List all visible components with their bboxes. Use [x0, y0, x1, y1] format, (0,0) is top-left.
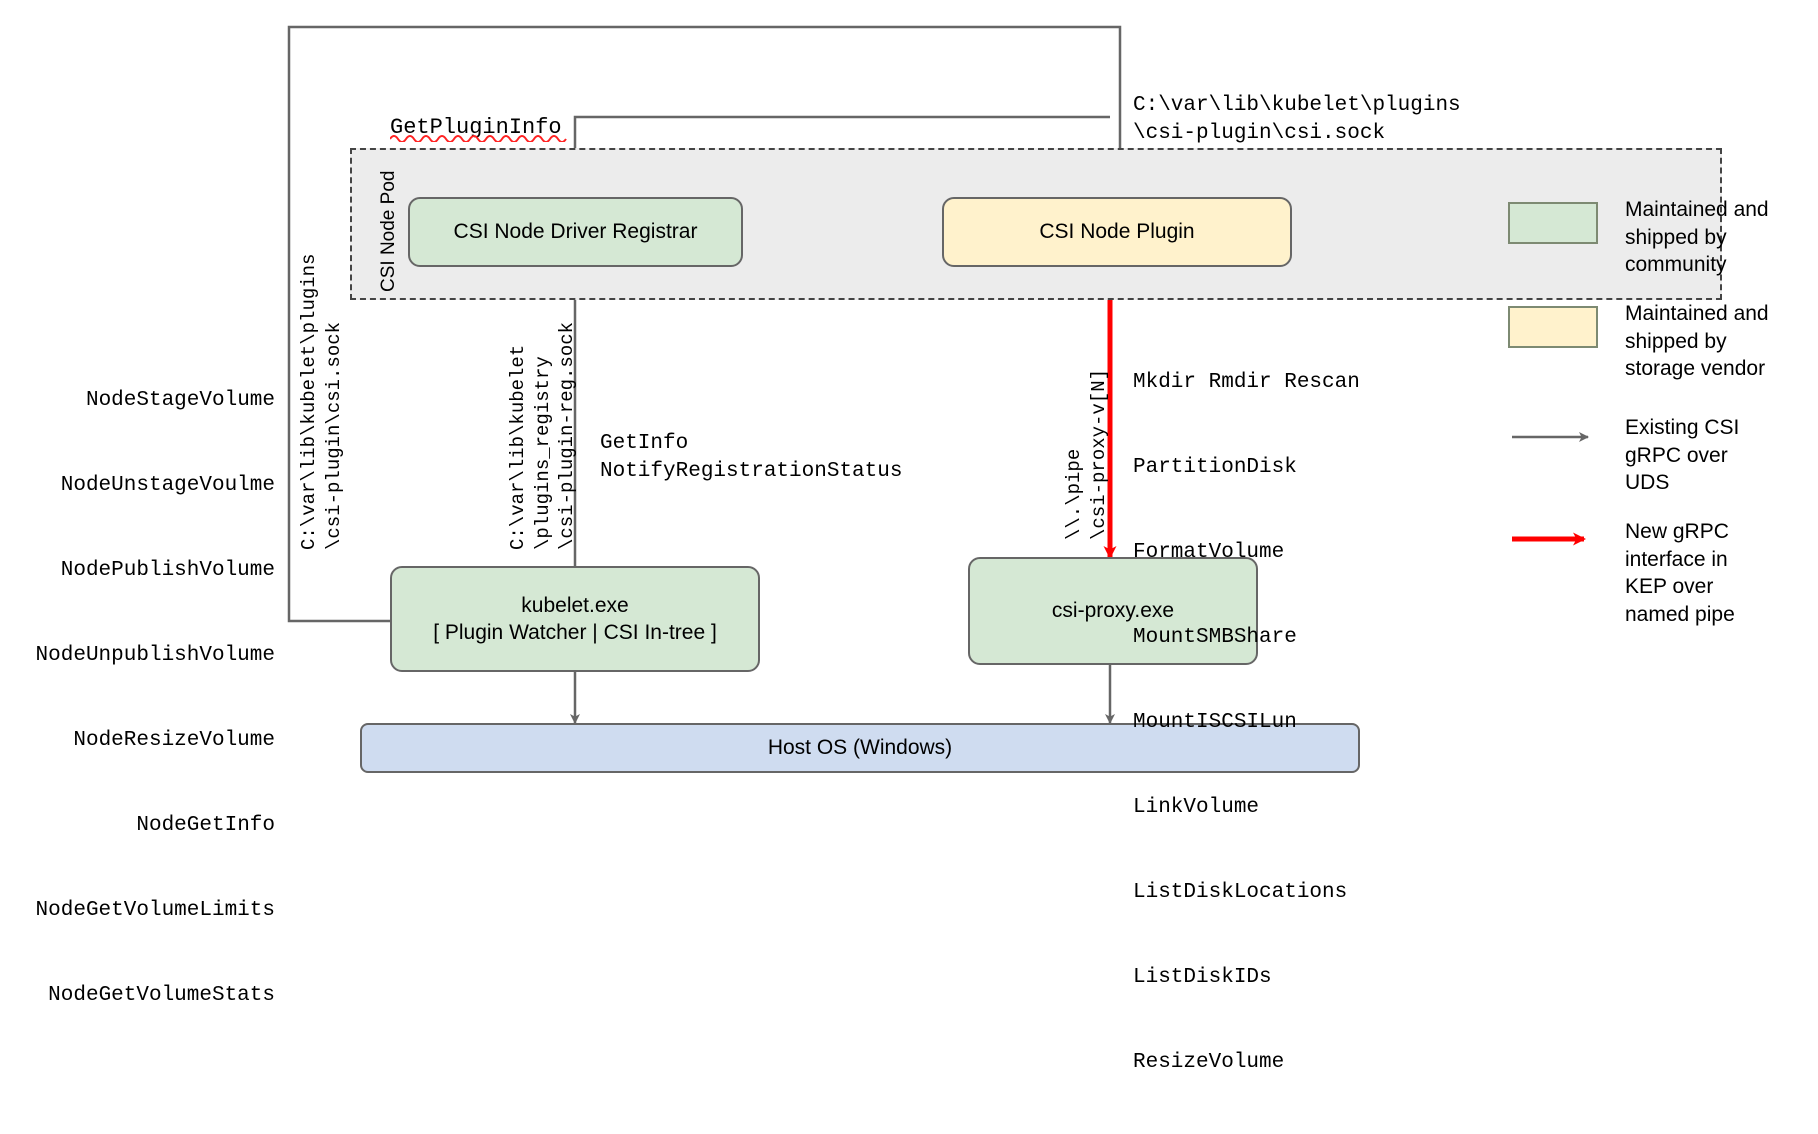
node-kubelet-exe-subtitle: [ Plugin Watcher | CSI In-tree ]	[433, 621, 717, 644]
api-item: PartitionDisk	[1133, 455, 1297, 479]
api-item: ListDiskLocations	[1133, 880, 1348, 904]
node-csi-node-plugin-label: CSI Node Plugin	[1039, 220, 1195, 244]
node-csi-proxy-exe-label: csi-proxy.exe	[1051, 599, 1175, 623]
node-host-os[interactable]: Host OS (Windows)	[360, 723, 1360, 773]
rpc-item: NodeGetVolumeLimits	[35, 898, 275, 922]
legend-swatch-community	[1508, 202, 1598, 244]
rpc-item: NodeGetInfo	[136, 813, 275, 837]
rpc-item: NodeGetVolumeStats	[48, 983, 275, 1007]
node-csi-node-plugin[interactable]: CSI Node Plugin	[942, 197, 1292, 267]
api-item: ResizeVolume	[1133, 1050, 1285, 1074]
node-csi-node-driver-registrar-label: CSI Node Driver Registrar	[453, 220, 698, 244]
api-item: Mkdir Rmdir Rescan	[1133, 370, 1360, 394]
node-kubelet-exe[interactable]: kubelet.exe [ Plugin Watcher | CSI In-tr…	[390, 566, 760, 672]
node-kubelet-exe-label: kubelet.exe	[521, 593, 629, 617]
legend-label-new-grpc: New gRPC interface in KEP over named pip…	[1625, 520, 1735, 627]
diagram-canvas: CSI Node Pod CSI Node Driver Registrar C…	[35, 25, 1769, 1074]
legend-label-existing-csi: Existing CSI gRPC over UDS	[1625, 416, 1740, 495]
spellcheck-underline-icon	[390, 135, 567, 142]
rpc-item: NodeStageVolume	[85, 388, 275, 412]
node-csi-node-driver-registrar[interactable]: CSI Node Driver Registrar	[408, 197, 743, 267]
api-item: MountISCSILun	[1133, 710, 1297, 734]
rpc-item: NodePublishVolume	[60, 558, 275, 582]
legend-label-vendor: Maintained and shipped by storage vendor	[1625, 302, 1769, 381]
node-host-os-label: Host OS (Windows)	[767, 736, 953, 760]
rpc-item: NodeUnstageVoulme	[60, 473, 275, 497]
legend-arrow-layer	[1512, 432, 1589, 546]
label-registrar-getinfo: GetInfo NotifyRegistrationStatus	[600, 432, 903, 484]
api-item: ListDiskIDs	[1133, 965, 1272, 989]
api-item: FormatVolume	[1133, 540, 1285, 564]
api-item: LinkVolume	[1133, 795, 1260, 819]
legend-label-community: Maintained and shipped by community	[1625, 198, 1769, 277]
label-plugin-socket-path: C:\var\lib\kubelet\plugins \csi-plugin\c…	[1133, 94, 1461, 146]
edge-kubelet-to-csi-node-plugin	[287, 25, 1125, 623]
rpc-item: NodeResizeVolume	[73, 728, 275, 752]
legend-swatch-vendor	[1508, 306, 1598, 348]
api-item: MountSMBShare	[1133, 625, 1297, 649]
node-csi-proxy-exe[interactable]: csi-proxy.exe	[968, 557, 1258, 665]
rpc-item: NodeUnpublishVolume	[35, 643, 275, 667]
